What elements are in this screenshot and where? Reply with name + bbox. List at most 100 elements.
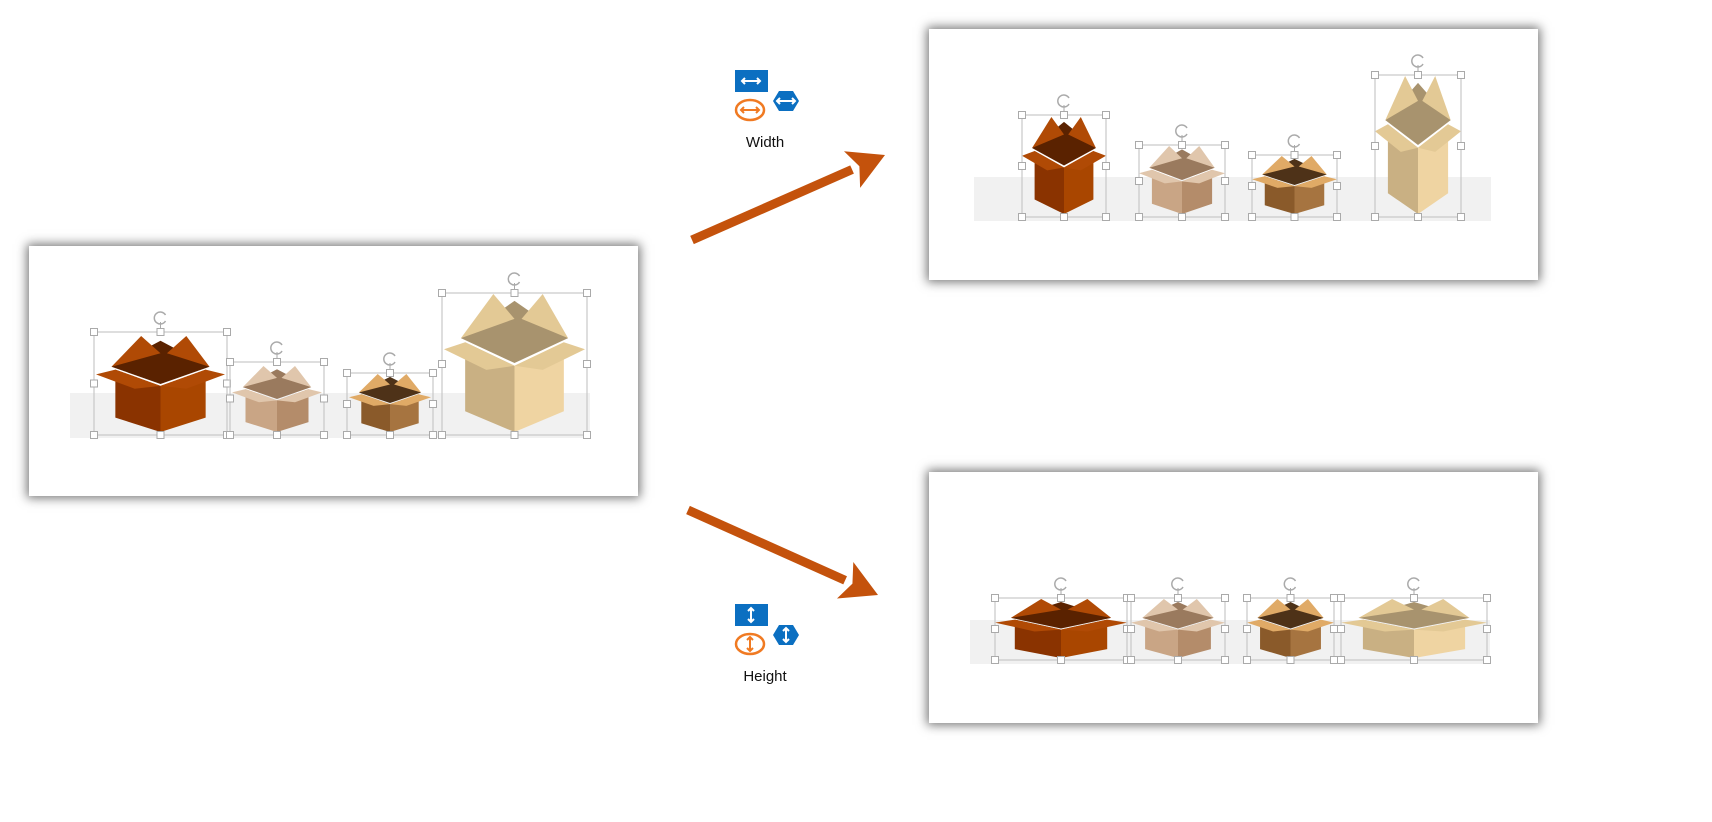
box-front-left-flap [1139, 169, 1182, 184]
resize-handle [429, 369, 437, 377]
selection-frame [1243, 577, 1338, 664]
box-front-left-flap [444, 342, 515, 370]
resize-handle [583, 289, 591, 297]
resize-handle [438, 360, 446, 368]
box-front-right-flap [390, 394, 431, 406]
resize-handle [1018, 213, 1026, 221]
box-back-left-flap [358, 374, 390, 393]
box-back-right-flap [1068, 117, 1096, 149]
resize-handle [1221, 177, 1229, 185]
resize-handle [1060, 111, 1068, 119]
resize-handle [1221, 213, 1229, 221]
light-box [1341, 599, 1487, 658]
width-label: Width [745, 134, 785, 151]
resize-handle [1127, 594, 1135, 602]
rotate-icon [1283, 577, 1297, 591]
box-back-left-flap [1257, 599, 1291, 618]
selection-frame [1337, 577, 1491, 664]
size-icons [734, 70, 799, 122]
resize-handle [1060, 213, 1068, 221]
rotate-icon [1407, 577, 1420, 591]
tan-box [1139, 146, 1225, 214]
resize-handle [1333, 151, 1341, 159]
resize-handle [1135, 213, 1143, 221]
resize-handle [510, 431, 519, 439]
resize-handle [226, 394, 234, 403]
light-box [444, 294, 585, 432]
resize-handle [1135, 141, 1143, 149]
arrow-to-height-shaft [686, 505, 847, 585]
box-back-right-flap [281, 366, 312, 388]
box-front-right-flap [160, 369, 225, 389]
selection-frame [438, 272, 591, 439]
tan-box [232, 366, 322, 432]
resize-handle [1414, 213, 1422, 221]
double-arrow [782, 626, 790, 644]
resize-handle [320, 394, 328, 403]
resize-handle [1337, 656, 1345, 664]
selection-frame [90, 311, 231, 439]
resize-handle [429, 431, 437, 439]
brown-box [1247, 599, 1334, 658]
box-back-left-flap [1010, 599, 1061, 618]
box-back-right-flap [1421, 599, 1470, 618]
resize-handle [991, 625, 999, 633]
resize-handle [343, 431, 351, 439]
resize-handle [1414, 71, 1422, 79]
selection-frame [1127, 577, 1229, 664]
resize-handle [1178, 141, 1186, 149]
box-front-left-flap [1252, 176, 1295, 188]
resize-handle [1457, 213, 1465, 221]
resize-handle [1410, 594, 1418, 602]
resize-handle [1243, 625, 1251, 633]
resize-handle [1290, 213, 1299, 221]
selection-frame [226, 341, 328, 439]
resize-handle [1018, 162, 1026, 170]
box-front-left-flap [995, 619, 1061, 632]
box-opening [1257, 601, 1324, 629]
rotate-icon [1175, 124, 1188, 138]
box-back-right-flap [1298, 156, 1327, 175]
box-opening [1262, 158, 1327, 185]
resize-handle [156, 431, 165, 439]
resize-handle [343, 369, 351, 377]
resize-handle [226, 358, 234, 366]
box-opening [1385, 82, 1451, 145]
resize-handle [1457, 142, 1465, 150]
resize-handle [273, 358, 281, 366]
arrow-to-width-shaft [690, 165, 854, 245]
resize-handle [1178, 213, 1186, 221]
resize-handle [273, 431, 281, 439]
box-opening [1010, 601, 1112, 629]
resize-handle [1243, 594, 1251, 602]
resize-handle [90, 379, 98, 388]
double-arrow [740, 77, 762, 85]
box-opening [358, 376, 422, 403]
box-front-left-flap [349, 394, 390, 406]
resize-handle [386, 431, 394, 439]
rotate-icon [1171, 577, 1184, 591]
resize-handle [1057, 594, 1065, 602]
resize-handle [991, 656, 999, 664]
resize-handle [1371, 142, 1379, 150]
dark-brown-box [1022, 117, 1106, 214]
brown-box [349, 374, 431, 432]
resize-handle [1102, 162, 1110, 170]
light-box [1375, 76, 1461, 214]
box-opening [1142, 601, 1214, 629]
box-front-left-flap [1022, 150, 1064, 171]
resize-handle [1057, 656, 1065, 664]
resize-handle [386, 369, 394, 377]
box-back-left-flap [242, 366, 277, 388]
box-back-left-flap [1358, 599, 1414, 618]
resize-handle [1102, 111, 1110, 119]
box-front-right-flap [514, 342, 585, 370]
double-arrow [739, 106, 761, 114]
height-label: Height [743, 668, 787, 685]
resize-handle [438, 431, 446, 439]
rotate-icon [1054, 577, 1067, 591]
box-opening [1032, 121, 1096, 166]
box-front-left-flap [1131, 619, 1178, 632]
size-icons [734, 604, 799, 656]
resize-handle [320, 358, 328, 366]
